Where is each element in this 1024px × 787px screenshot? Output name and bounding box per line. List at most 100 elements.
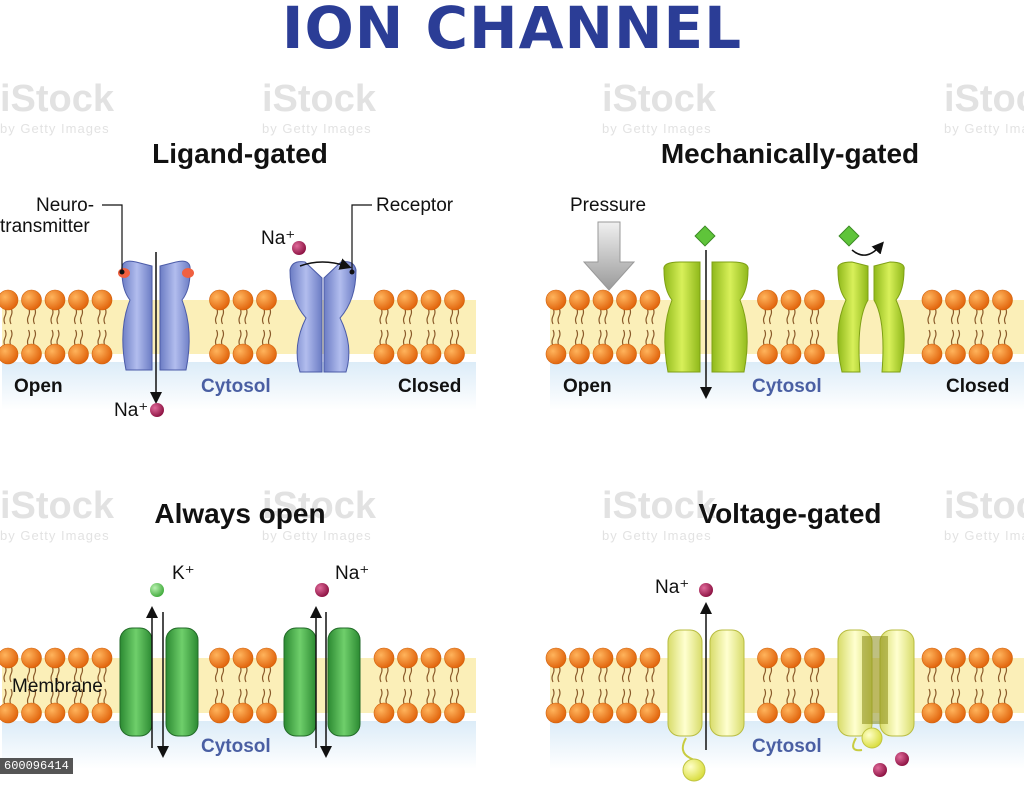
lipid-tail [815, 665, 820, 683]
cytosol-region [2, 721, 476, 769]
lipid-head [420, 289, 442, 311]
lipid-tail [792, 329, 796, 347]
lipid-tail [103, 307, 107, 325]
na-ion [315, 583, 329, 597]
lipid-tail [244, 329, 248, 347]
lipid-tail [50, 307, 54, 325]
lipid-head [992, 289, 1013, 311]
na-ion-label: Na⁺ [655, 577, 690, 598]
lipid-tail [809, 329, 814, 347]
lipid-tail [950, 688, 955, 706]
lipid-tail [974, 329, 978, 347]
lipid-tail [32, 307, 37, 325]
na-ion [873, 763, 887, 777]
lipid-tail [933, 329, 937, 347]
lipid-tail [627, 688, 632, 706]
lipid-head [232, 289, 254, 311]
lipid-head [420, 702, 442, 724]
lipid-tail [50, 665, 54, 683]
lipid-head [921, 647, 943, 669]
lipid-tail [3, 329, 7, 347]
lipid-head [21, 343, 42, 365]
lipid-tail [980, 688, 984, 706]
lipid-head [616, 702, 637, 724]
lipid-head [968, 647, 990, 669]
lipid-tail [426, 665, 430, 683]
closed-label: Closed [398, 376, 462, 397]
lipid-tail [950, 329, 955, 347]
lipid-tail [574, 329, 579, 347]
lipid-tail [809, 665, 814, 683]
membranes [0, 289, 1024, 769]
ligand-gated-title: Ligand-gated [152, 138, 328, 169]
lipid-head [592, 343, 614, 365]
lipid-tail [9, 665, 13, 683]
lipid-tail [1003, 307, 1008, 325]
lipid-tail [927, 688, 931, 706]
lipid-tail [449, 307, 454, 325]
na-ion [150, 403, 164, 417]
lipid-head [209, 289, 230, 311]
lipid-head [256, 343, 277, 365]
lipid-tail [408, 688, 413, 706]
lipid-head [444, 647, 465, 669]
na-ion [895, 752, 909, 766]
lipid-tail [1003, 665, 1008, 683]
lipid-head [91, 343, 113, 365]
lipid-tail [980, 307, 984, 325]
lipid-tail [974, 665, 978, 683]
cytosol-label: Cytosol [752, 376, 822, 397]
lipid-tail [432, 665, 436, 683]
lipid-head [68, 289, 89, 311]
lipid-tail [956, 307, 961, 325]
lipid-tail [379, 329, 383, 347]
receptor-label: Receptor [376, 195, 454, 216]
lipid-head [569, 702, 590, 724]
lipid-tail [933, 665, 937, 683]
lipid-tail [604, 329, 608, 347]
lipid-head [91, 647, 113, 669]
lipid-tail [402, 307, 407, 325]
lipid-head [545, 343, 567, 365]
lipid-tail [402, 665, 407, 683]
lipid-tail [455, 688, 460, 706]
lipid-tail [97, 329, 101, 347]
lipid-head [21, 702, 42, 724]
lipid-tail [933, 688, 937, 706]
lipid-head [0, 647, 19, 669]
mechano-stimulus-marker [694, 225, 716, 247]
lipid-tail [580, 307, 585, 325]
mechanical-channel-closed [837, 225, 905, 373]
lipid-head [256, 647, 277, 669]
always-open-channel-na [283, 606, 361, 758]
lipid-head [0, 343, 19, 365]
lipid-tail [32, 688, 37, 706]
membrane-bilayer [0, 647, 476, 769]
lipid-tail [449, 665, 454, 683]
lipid-tail [997, 329, 1002, 347]
lipid-head [397, 289, 418, 311]
lipid-tail [379, 307, 383, 325]
lipid-tail [214, 329, 219, 347]
lipid-tail [26, 665, 31, 683]
lipid-tail [580, 329, 585, 347]
lipid-tail [1003, 688, 1008, 706]
lipid-tail [598, 307, 602, 325]
lipid-head [945, 289, 966, 311]
lipid-head [209, 702, 230, 724]
lipid-tail [426, 329, 430, 347]
lipid-head [44, 647, 66, 669]
lipid-head [420, 343, 442, 365]
lipid-head [68, 647, 89, 669]
stock-id: 600096414 [0, 758, 73, 774]
pressure-arrow [582, 221, 636, 291]
lipid-head [639, 647, 661, 669]
lipid-tail [974, 307, 978, 325]
lipid-tail [786, 307, 790, 325]
lipid-head [444, 343, 465, 365]
lipid-tail [933, 307, 937, 325]
lipid-tail [432, 307, 436, 325]
lipid-tail [574, 307, 579, 325]
lipid-tail [244, 665, 248, 683]
lipid-head [968, 343, 990, 365]
